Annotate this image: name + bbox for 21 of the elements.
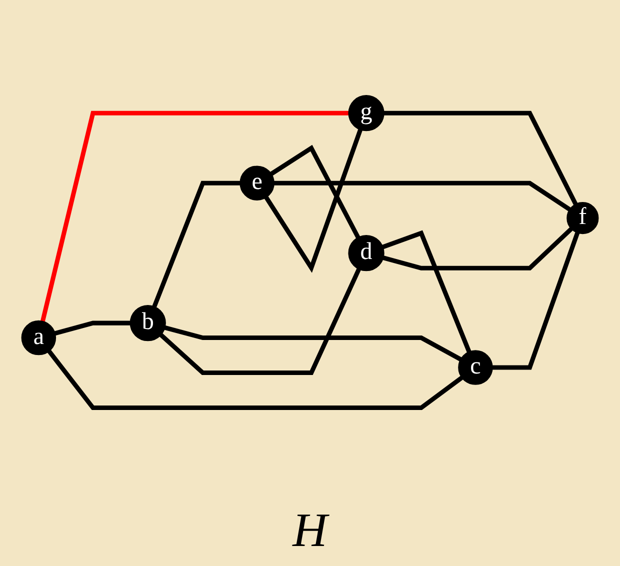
node-circle: b [130, 305, 166, 342]
node-circle: e [240, 166, 274, 201]
node-circle: a [21, 320, 56, 356]
connector [382, 230, 472, 354]
node-circle: d [348, 235, 384, 272]
node-circle: f [566, 202, 599, 234]
connector [270, 144, 360, 239]
connector [54, 320, 131, 336]
graph-caption: H [292, 503, 328, 558]
connector [164, 325, 462, 362]
connector [47, 350, 464, 410]
connector [264, 128, 363, 273]
connector [492, 232, 580, 370]
connector [384, 110, 578, 206]
node-circle: c [458, 350, 493, 386]
node-circle: g [348, 95, 384, 132]
connector [152, 180, 240, 308]
connector [382, 227, 574, 270]
connector [274, 180, 572, 212]
connector [40, 110, 349, 322]
connector [159, 268, 362, 376]
